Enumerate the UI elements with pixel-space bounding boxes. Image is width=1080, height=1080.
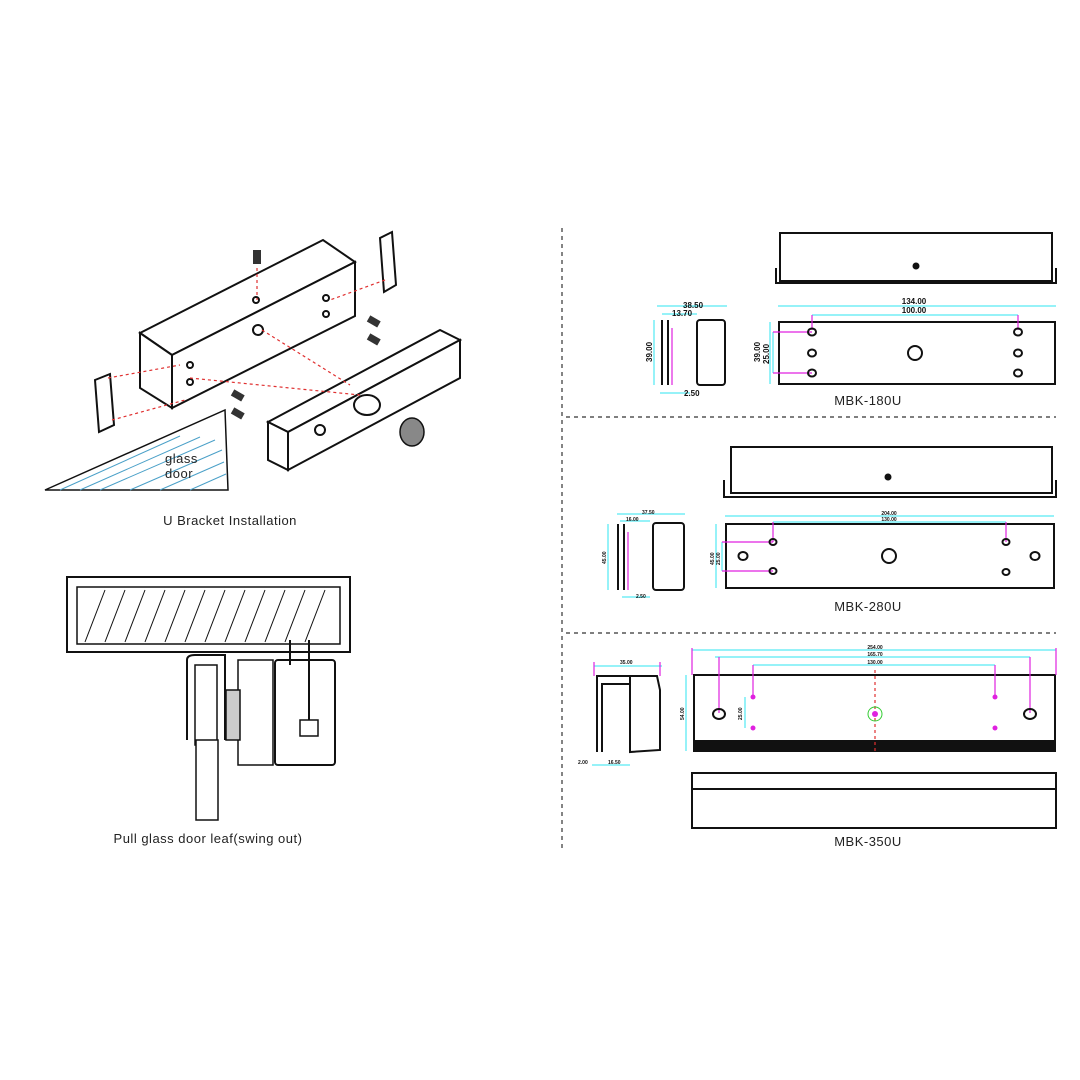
mbk350-side-width: 35.00 (620, 660, 633, 666)
mbk280-side-inner: 16.00 (626, 517, 639, 523)
mbk180-height: 39.00 (753, 341, 762, 362)
mbk-350u-drawings: 35.00 2.00 16.50 254.00 165.70 130.00 54… (578, 645, 1057, 829)
mbk350-side-inner: 16.50 (608, 760, 621, 766)
mbk350-hole-span-outer: 165.70 (867, 652, 883, 658)
mbk-350u-label: MBK-350U (834, 834, 902, 849)
mbk-280u-drawings: 37.50 16.00 45.00 2.50 204.00 130.00 45.… (602, 446, 1057, 600)
mbk-180u-label: MBK-180U (834, 393, 902, 408)
mbk350-height: 54.00 (680, 707, 686, 720)
door-label: door (165, 466, 193, 481)
mbk180-hole-span: 100.00 (902, 306, 927, 315)
mbk280-length: 204.00 (881, 511, 897, 517)
mbk280-side-width: 37.50 (642, 510, 655, 516)
mbk280-height: 45.00 (710, 552, 716, 565)
mbk-280u-label: MBK-280U (834, 599, 902, 614)
mbk350-hole-vertical: 25.00 (738, 707, 744, 720)
mbk180-length: 134.00 (902, 297, 927, 306)
end-cap-right (378, 230, 398, 294)
mbk280-side-thickness: 2.50 (636, 594, 646, 600)
door-cross-section-drawing (66, 576, 351, 821)
section-caption: Pull glass door leaf(swing out) (114, 831, 303, 846)
mbk180-side-inner: 13.70 (672, 309, 693, 318)
mbk280-side-height: 45.00 (602, 551, 608, 564)
u-bracket-installation-drawing: glass door (44, 230, 463, 491)
mbk280-hole-span: 130.00 (881, 517, 897, 523)
mbk280-hole-vertical: 25.00 (716, 552, 722, 565)
mbk-180u-drawings: 38.50 13.70 39.00 2.50 134.00 100.00 39.… (645, 232, 1057, 398)
mbk180-side-height: 39.00 (645, 341, 654, 362)
installation-caption: U Bracket Installation (163, 513, 297, 528)
mbk350-length: 254.00 (867, 645, 883, 651)
mbk350-side-thickness: 2.00 (578, 760, 588, 766)
end-cap-left (93, 372, 116, 434)
glass-label: glass (165, 451, 198, 466)
mbk350-hole-span: 130.00 (867, 660, 883, 666)
mbk180-hole-vertical: 25.00 (762, 343, 771, 364)
mbk180-side-thickness: 2.50 (684, 389, 700, 398)
mbk180-side-width: 38.50 (683, 301, 704, 310)
